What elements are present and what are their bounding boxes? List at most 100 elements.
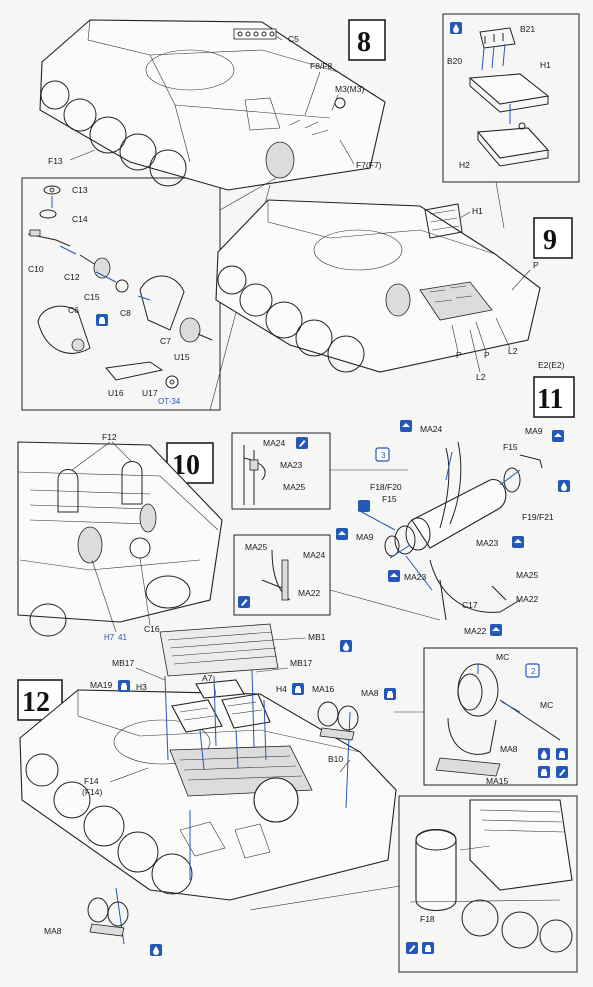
label-p3: P (484, 350, 490, 360)
label-ma9a: MA9 (525, 426, 543, 436)
label-m3: M3(M3) (335, 84, 364, 94)
cement-drop-icon (340, 640, 352, 652)
label-h1-inset: H1 (540, 60, 551, 70)
label-ma8b: MA8 (44, 926, 62, 936)
label-l2b: L2 (508, 346, 518, 356)
label-mb17a: MB17 (112, 658, 134, 668)
label-ma24: MA24 (420, 424, 442, 434)
inset-box-9 (442, 13, 580, 183)
mesh-grill-mb1 (159, 623, 279, 677)
label-l2a: L2 (476, 372, 486, 382)
label-p2: P (456, 350, 462, 360)
cement-bottle-icon (292, 683, 304, 695)
inset-box-8 (21, 177, 221, 411)
step-11-box: 11 (533, 376, 575, 418)
label-ma25: MA25 (516, 570, 538, 580)
label-h2: H2 (459, 160, 470, 170)
label-f8: F8/F8 (310, 61, 332, 71)
label-f15b: F15 (382, 494, 397, 504)
label-ma19: MA19 (90, 680, 112, 690)
label-c15: C15 (84, 292, 100, 302)
label-f15a: F15 (503, 442, 518, 452)
label-e2: E2(E2) (538, 360, 565, 370)
label-ma23a: MA23 (476, 538, 498, 548)
inset-8-parts (27, 185, 213, 389)
cut-part-icon (512, 536, 524, 548)
label-b10: B10 (328, 754, 343, 764)
cement-drop-icon (450, 22, 462, 34)
label-u15: U15 (174, 352, 190, 362)
label-c17: C17 (462, 600, 478, 610)
label-c16: C16 (144, 624, 160, 634)
repeat-count-3: 3 (381, 451, 386, 460)
cut-part-icon (336, 528, 348, 540)
label-ma15: MA15 (486, 776, 508, 786)
cement-bottle-icon (118, 680, 130, 692)
cement-bottle-icon (96, 314, 108, 326)
inset-box-11b (233, 534, 331, 616)
label-u17: U17 (142, 388, 158, 398)
cut-part-icon (388, 570, 400, 582)
label-ma24-inset-a: MA24 (263, 438, 285, 448)
inset-12-parts (435, 663, 561, 777)
label-f18-f20: F18/F20 (370, 482, 402, 492)
label-ma25-inset-a: MA25 (283, 482, 305, 492)
label-ma8-inset: MA8 (500, 744, 518, 754)
step-11-number: 11 (537, 384, 563, 415)
sand-file-icon (358, 500, 370, 512)
inset-box-12 (423, 647, 578, 786)
label-h7: H7 (104, 633, 115, 642)
tank-rear-step-10 (17, 441, 223, 637)
label-f19-f21: F19/F21 (522, 512, 554, 522)
step-12-box: 12 (17, 679, 63, 721)
label-c8: C8 (120, 308, 131, 318)
step-8-number: 8 (357, 27, 371, 58)
cement-drop-icon (558, 480, 570, 492)
step-9-number: 9 (543, 225, 557, 256)
label-f12: F12 (102, 432, 117, 442)
cut-part-icon (490, 624, 502, 636)
label-ot34: OT-34 (158, 397, 181, 406)
cut-part-icon (400, 420, 412, 432)
cement-bottle-icon (422, 942, 434, 954)
label-h3: H3 (136, 682, 147, 692)
cement-drop-icon (538, 748, 550, 760)
repeat-times-icon: 3 (375, 447, 390, 462)
tank-hull-step-9 (215, 199, 541, 373)
paint-brush-icon (556, 766, 568, 778)
tank-hull-step-8 (39, 19, 386, 191)
vent-h3-h4 (171, 679, 271, 733)
cut-part-icon (552, 430, 564, 442)
cement-drop-icon (150, 944, 162, 956)
label-ma8a: MA8 (361, 688, 379, 698)
paint-brush-icon (296, 437, 308, 449)
part-c5-step8 (233, 28, 277, 40)
label-ma9b: MA9 (356, 532, 374, 542)
label-mb17b: MB17 (290, 658, 312, 668)
label-ma23-inset-a: MA23 (280, 460, 302, 470)
inset-12b-rear-view (409, 799, 573, 953)
label-c14: C14 (72, 214, 88, 224)
repeat-times-icon: 2 (525, 663, 540, 678)
label-b21: B21 (520, 24, 535, 34)
label-b20: B20 (447, 56, 462, 66)
cement-bottle-icon (556, 748, 568, 760)
label-f13: F13 (48, 156, 63, 166)
label-h1-step9: H1 (472, 206, 483, 216)
label-ma16: MA16 (312, 684, 334, 694)
clamp-part-ma8 (87, 701, 359, 937)
label-ma22b: MA22 (464, 626, 486, 636)
inset-11b-parts (261, 549, 291, 601)
label-ma22-inset-b: MA22 (298, 588, 320, 598)
label-mb1: MB1 (308, 632, 326, 642)
label-mc1: MC (496, 652, 509, 662)
label-c10: C10 (28, 264, 44, 274)
step-9-box: 9 (533, 217, 573, 259)
repeat-count-2: 2 (531, 667, 536, 676)
label-c5: C5 (288, 34, 299, 44)
label-f14b: (F14) (82, 787, 102, 797)
label-ma24-inset-b: MA24 (303, 550, 325, 560)
inset-box-12b (398, 795, 578, 973)
inset-box-11a (231, 432, 331, 510)
